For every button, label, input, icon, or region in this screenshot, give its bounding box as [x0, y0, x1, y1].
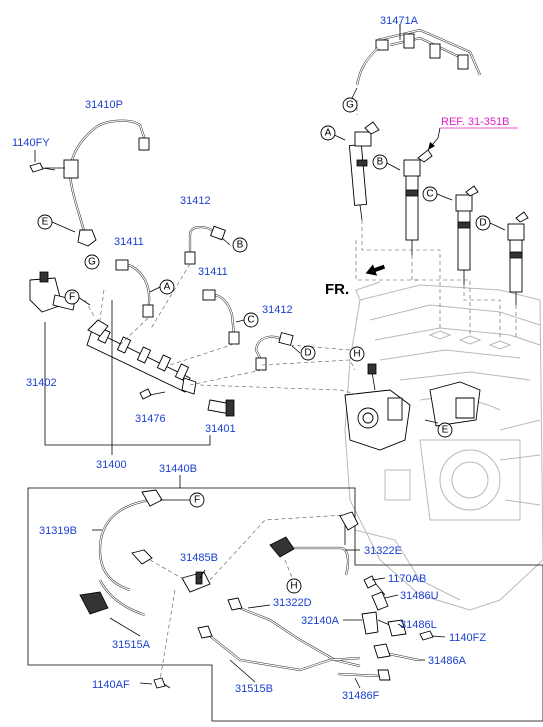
hose-31319B — [79, 489, 163, 617]
label-31486A: 31486A — [428, 655, 467, 667]
label-31411-lower: 31411 — [198, 266, 228, 278]
label-1140AF: 1140AF — [92, 679, 130, 691]
label-31410P: 31410P — [85, 99, 123, 111]
svg-text:D: D — [479, 218, 486, 229]
bolt-1140FZ — [419, 630, 434, 641]
engine-block — [344, 281, 543, 611]
bracket-31486U — [371, 591, 389, 611]
callout-H-engine: H — [349, 346, 365, 362]
label-31319B: 31319B — [39, 525, 77, 537]
callout-B-injector: B — [372, 154, 388, 170]
front-arrow — [365, 264, 386, 276]
callout-A-pipe: A — [159, 279, 175, 295]
injector-c — [455, 185, 479, 285]
label-31412-lower: 31412 — [262, 304, 293, 316]
hose-31322D — [227, 597, 361, 668]
return-hose-31471A — [351, 24, 482, 99]
svg-text:H: H — [353, 349, 360, 360]
ref-label: REF. 31-351B — [441, 116, 509, 128]
label-31401: 31401 — [205, 423, 236, 435]
callout-G-top: G — [342, 97, 358, 113]
label-31486L: 31486L — [400, 619, 437, 631]
pipe-31412-lower — [254, 332, 294, 371]
injector-a — [348, 121, 380, 221]
callout-D-injector: D — [475, 215, 491, 231]
connector-31485B — [149, 514, 346, 681]
bracket-31486L — [387, 619, 407, 637]
callout-B-pipe: B — [232, 237, 248, 253]
hose-31486F — [337, 669, 391, 681]
label-31515B: 31515B — [235, 683, 273, 695]
svg-text:E: E — [442, 425, 449, 436]
pipe-31412-upper — [184, 225, 226, 265]
front-label: FR. — [325, 281, 349, 298]
fuel-rail-31400 — [86, 319, 197, 395]
label-32140A: 32140A — [301, 615, 340, 627]
svg-text:H: H — [290, 581, 297, 592]
svg-text:E: E — [42, 217, 49, 228]
clip-1170AB — [363, 575, 386, 596]
svg-text:B: B — [377, 157, 384, 168]
lower-kit-frame — [27, 487, 543, 722]
hose-31486A — [373, 643, 419, 662]
callout-G-left: G — [84, 254, 100, 270]
bolt-1140AF — [153, 677, 171, 689]
callout-E-engine: E — [437, 422, 453, 438]
pipe-31411-upper — [115, 259, 154, 318]
injector-b — [403, 149, 433, 255]
callout-C-pipe: C — [243, 312, 259, 328]
label-31400: 31400 — [96, 459, 127, 471]
svg-text:G: G — [346, 100, 354, 111]
svg-text:B: B — [237, 240, 244, 251]
valve-32140A — [361, 611, 393, 635]
callout-F-rail: F — [64, 289, 80, 305]
label-31322D: 31322D — [273, 597, 312, 609]
label-31486U: 31486U — [400, 590, 439, 602]
callout-C-injector: C — [422, 186, 438, 202]
svg-text:F: F — [194, 495, 200, 506]
svg-text:A: A — [325, 128, 332, 139]
label-31440B: 31440B — [159, 463, 197, 475]
svg-text:C: C — [426, 189, 433, 200]
svg-text:C: C — [247, 315, 254, 326]
label-1140FY: 1140FY — [12, 137, 50, 149]
label-31411-upper: 31411 — [114, 236, 144, 248]
callout-A-injector: A — [320, 125, 336, 141]
label-31486F: 31486F — [342, 690, 380, 702]
pipe-31411-lower — [202, 289, 240, 345]
svg-text:G: G — [88, 257, 96, 268]
svg-text:A: A — [164, 282, 171, 293]
hose-31322E — [269, 511, 359, 581]
label-1140FZ: 1140FZ — [449, 632, 486, 644]
label-31412-upper: 31412 — [180, 195, 211, 207]
injector-d — [507, 211, 529, 305]
label-1170AB: 1170AB — [388, 573, 426, 585]
svg-text:F: F — [69, 292, 75, 303]
wiring-harness-31410P — [45, 119, 150, 247]
high-pressure-pump — [344, 363, 481, 451]
label-31476: 31476 — [135, 413, 166, 425]
label-31471A: 31471A — [380, 15, 419, 27]
callout-H-hose: H — [286, 578, 302, 594]
callout-F-hose: F — [189, 492, 205, 508]
callout-D-pipe: D — [300, 345, 316, 361]
label-31402: 31402 — [26, 377, 57, 389]
callout-E-left: E — [37, 214, 53, 230]
bolt-31476 — [139, 388, 166, 400]
label-31485B: 31485B — [180, 552, 218, 564]
bolt-1140FY — [29, 150, 56, 173]
hose-31515B — [197, 625, 361, 672]
svg-text:D: D — [304, 348, 311, 359]
label-31322E: 31322E — [364, 545, 402, 557]
pressure-sensor-31401 — [207, 399, 235, 417]
label-31515A: 31515A — [112, 639, 151, 651]
